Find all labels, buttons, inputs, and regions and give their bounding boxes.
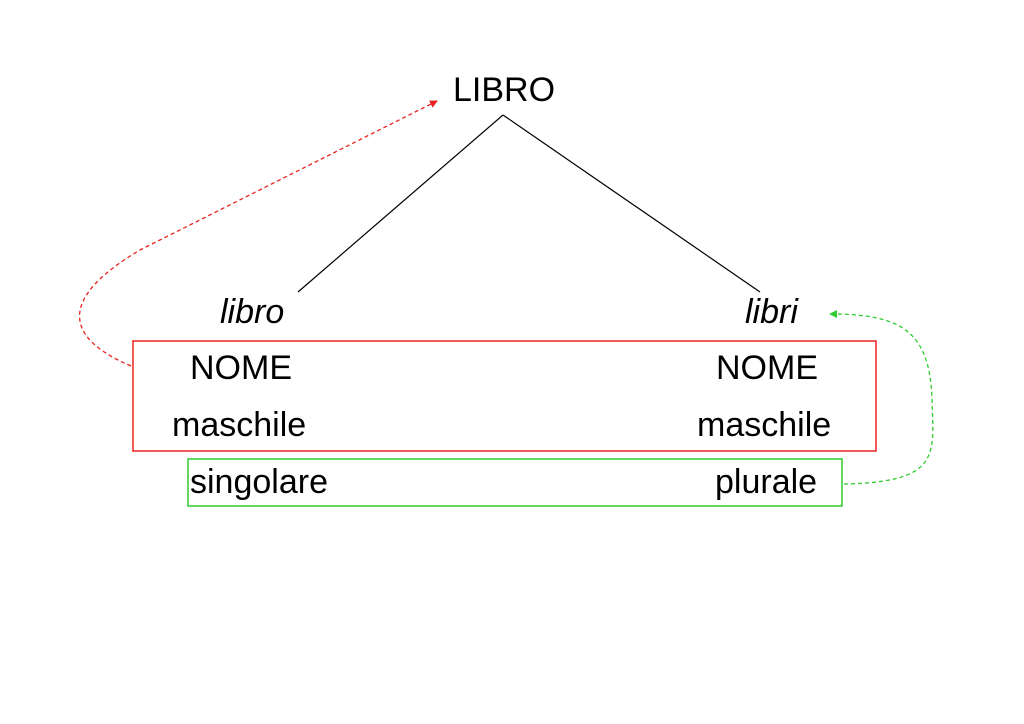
form-left-number: singolare bbox=[190, 463, 328, 501]
shared-features-box bbox=[132, 340, 877, 452]
form-right-word: libri bbox=[745, 293, 799, 331]
number-features-box bbox=[187, 458, 843, 507]
number-features-to-form-arrow bbox=[829, 310, 934, 485]
form-left-category: NOME bbox=[190, 349, 292, 387]
tree-branch-left bbox=[297, 114, 504, 293]
form-right-category: NOME bbox=[716, 349, 818, 387]
form-right-number: plurale bbox=[715, 463, 817, 501]
form-left-word: libro bbox=[220, 293, 284, 331]
form-right-gender: maschile bbox=[697, 406, 831, 444]
tree-branch-right bbox=[502, 114, 761, 293]
form-left-gender: maschile bbox=[172, 406, 306, 444]
lemma-label: LIBRO bbox=[453, 71, 555, 109]
